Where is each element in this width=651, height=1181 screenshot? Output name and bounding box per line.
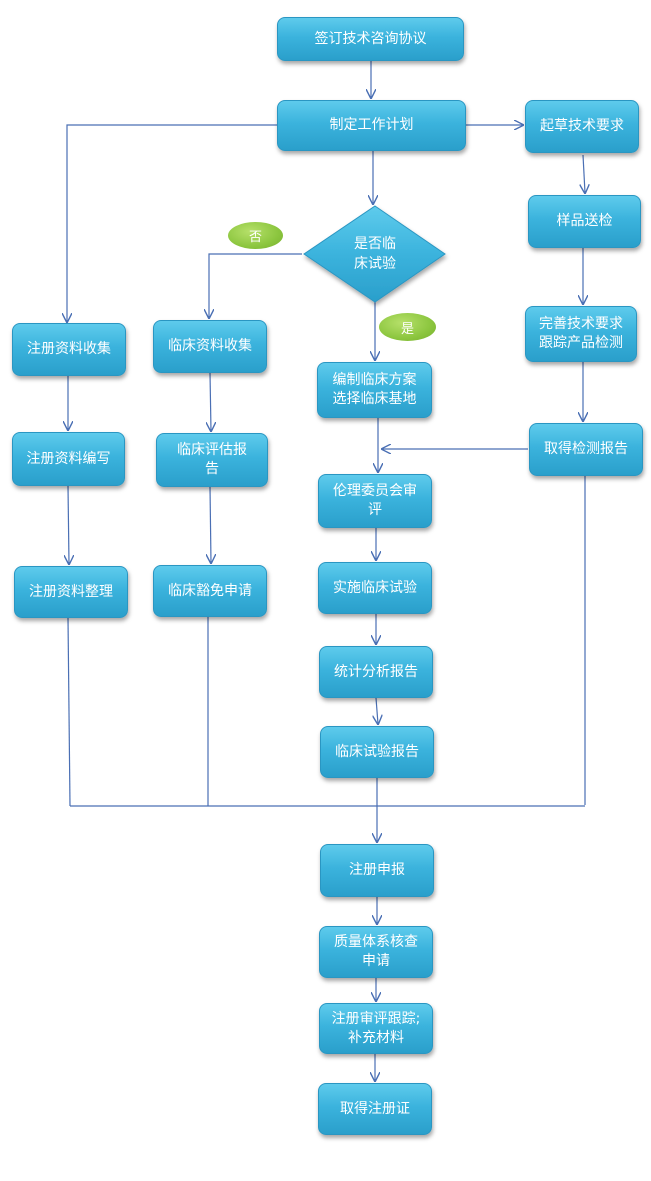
badge-no: 否 [228,222,283,249]
node-clin-plan: 编制临床方案 选择临床基地 [317,362,432,418]
node-trial-report: 临床试验报告 [320,726,434,778]
node-ethics-review: 伦理委员会审 评 [318,474,432,528]
node-quality-check: 质量体系核查 申请 [319,926,433,978]
node-clin-eval: 临床评估报 告 [156,433,268,487]
node-improve-track: 完善技术要求 跟踪产品检测 [525,306,637,362]
arrow-draft-to-sample [583,154,585,193]
node-draft-requirements: 起草技术要求 [525,100,639,153]
arrow-plan-to-reg-collect [67,124,277,322]
arrow-clin-eval-to-exempt [210,486,211,563]
node-reg-collect: 注册资料收集 [12,323,126,376]
node-obtain-certificate: 取得注册证 [318,1083,432,1135]
arrow-stats-to-trialreport [376,697,378,724]
node-sample-test: 样品送检 [528,195,641,248]
node-conduct-trial: 实施临床试验 [318,562,432,614]
decision-diamond [303,205,446,303]
node-sign-agreement: 签订技术咨询协议 [277,17,464,61]
arrow-decision-no [209,253,302,318]
node-reg-write: 注册资料编写 [12,432,125,486]
node-make-plan: 制定工作计划 [277,100,466,151]
node-obtain-test-report: 取得检测报告 [529,423,643,476]
badge-yes: 是 [379,313,436,341]
node-clin-collect: 临床资料收集 [153,320,267,373]
node-review-tracking: 注册审评跟踪; 补充材料 [319,1003,433,1054]
arrow-reg-write-to-arrange [68,485,69,564]
node-reg-apply: 注册申报 [320,844,434,897]
line-reg-arrange-down [67,617,71,807]
node-clin-exempt: 临床豁免申请 [153,565,267,617]
node-stats-report: 统计分析报告 [319,646,433,698]
arrow-clin-collect-to-eval [210,372,211,431]
decision-label: 是否临 床试验 [354,236,396,272]
node-reg-arrange: 注册资料整理 [14,566,128,618]
